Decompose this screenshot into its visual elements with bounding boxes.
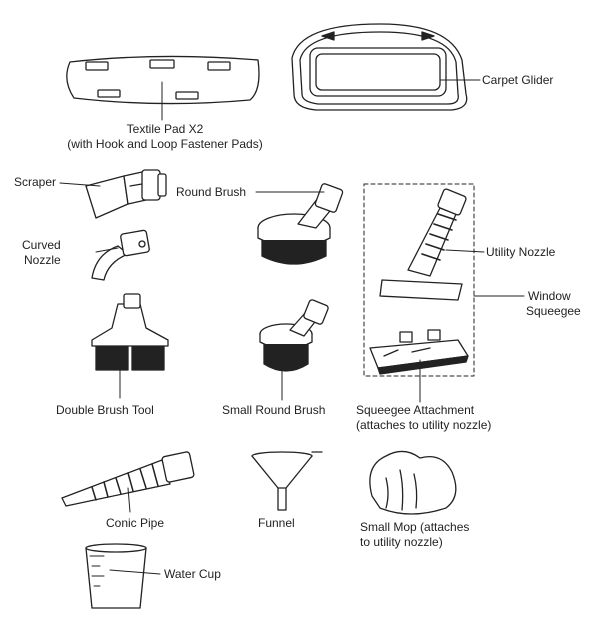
small-round-brush-illustration	[259, 299, 329, 401]
carpet-glider-label: Carpet Glider	[482, 73, 554, 87]
water-cup-illustration	[85, 543, 161, 609]
small-mop-illustration	[369, 450, 457, 515]
squeegee-attachment-label: Squeegee Attachment	[356, 403, 475, 417]
double-brush-tool-illustration	[91, 293, 169, 399]
textile-pad-note: (with Hook and Loop Fastener Pads)	[67, 137, 263, 151]
scraper-illustration	[59, 169, 167, 219]
funnel-illustration	[251, 451, 323, 511]
round-brush-illustration	[255, 183, 344, 265]
window-squeegee-illustration	[363, 183, 525, 403]
carpet-glider-illustration	[291, 23, 481, 111]
curved-nozzle-label-line1: Curved	[22, 238, 61, 252]
squeegee-attachment-note: (attaches to utility nozzle)	[356, 418, 492, 432]
curved-nozzle-illustration	[91, 229, 150, 281]
conic-pipe-label: Conic Pipe	[106, 516, 165, 530]
funnel-label: Funnel	[258, 516, 295, 530]
textile-pad-label: Textile Pad X2	[126, 122, 204, 136]
water-cup-label: Water Cup	[164, 567, 221, 581]
small-round-brush-label: Small Round Brush	[222, 403, 326, 417]
window-squeegee-label-line2: Squeegee	[526, 304, 581, 318]
conic-pipe-illustration	[61, 451, 195, 513]
round-brush-label: Round Brush	[176, 185, 247, 199]
double-brush-tool-label: Double Brush Tool	[56, 403, 154, 417]
scraper-label: Scraper	[14, 175, 57, 189]
textile-pad-illustration	[66, 55, 260, 121]
small-mop-label-line2: to utility nozzle)	[360, 535, 443, 549]
utility-nozzle-label: Utility Nozzle	[486, 245, 556, 259]
window-squeegee-label-line1: Window	[528, 289, 571, 303]
curved-nozzle-label-line2: Nozzle	[24, 253, 61, 267]
small-mop-label-line1: Small Mop (attaches	[360, 520, 470, 534]
